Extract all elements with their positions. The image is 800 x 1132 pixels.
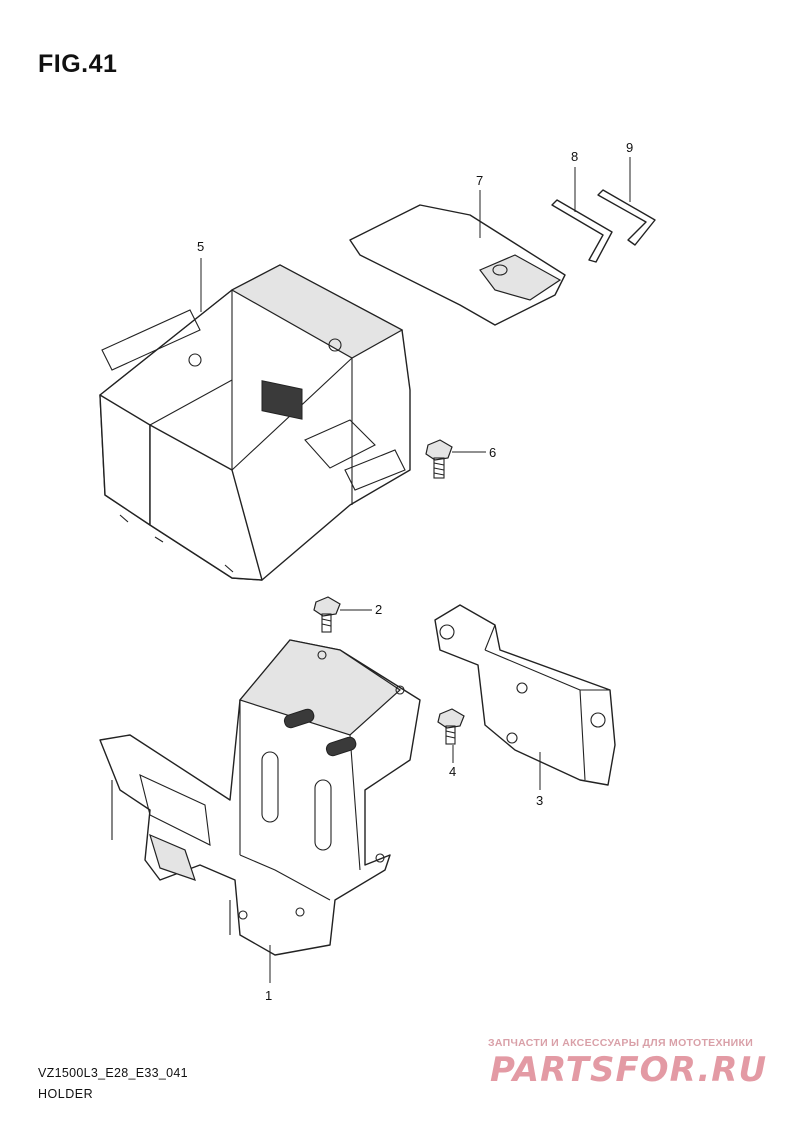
holder-bracket-1 — [99, 639, 421, 956]
bracket-3 — [434, 604, 616, 786]
callout-4: 4 — [449, 764, 456, 779]
watermark-tagline: ЗАПЧАСТИ И АКСЕССУАРЫ ДЛЯ МОТОТЕХНИКИ — [488, 1037, 754, 1049]
figure-caption: HOLDER — [38, 1087, 94, 1101]
callout-numbers: 1 2 3 4 5 6 7 8 9 — [197, 140, 633, 1003]
callout-9: 9 — [626, 140, 633, 155]
leader-lines — [200, 157, 631, 983]
callout-6: 6 — [489, 445, 496, 460]
bolt-6 — [425, 439, 453, 479]
battery-pad — [349, 204, 566, 326]
callout-7: 7 — [476, 173, 483, 188]
hex-wrench-9 — [597, 189, 656, 246]
bolt-4 — [437, 708, 465, 745]
callout-3: 3 — [536, 793, 543, 808]
callout-2: 2 — [375, 602, 382, 617]
figure-code: VZ1500L3_E28_E33_041 — [38, 1066, 188, 1080]
watermark-logo: PARTSFOR.RU — [490, 1050, 768, 1090]
callout-5: 5 — [197, 239, 204, 254]
bolt-2 — [313, 596, 341, 633]
callout-1: 1 — [265, 988, 272, 1003]
callout-8: 8 — [571, 149, 578, 164]
battery-case — [99, 264, 411, 581]
hex-wrench-8 — [551, 199, 613, 263]
figure-title: FIG.41 — [38, 50, 118, 78]
